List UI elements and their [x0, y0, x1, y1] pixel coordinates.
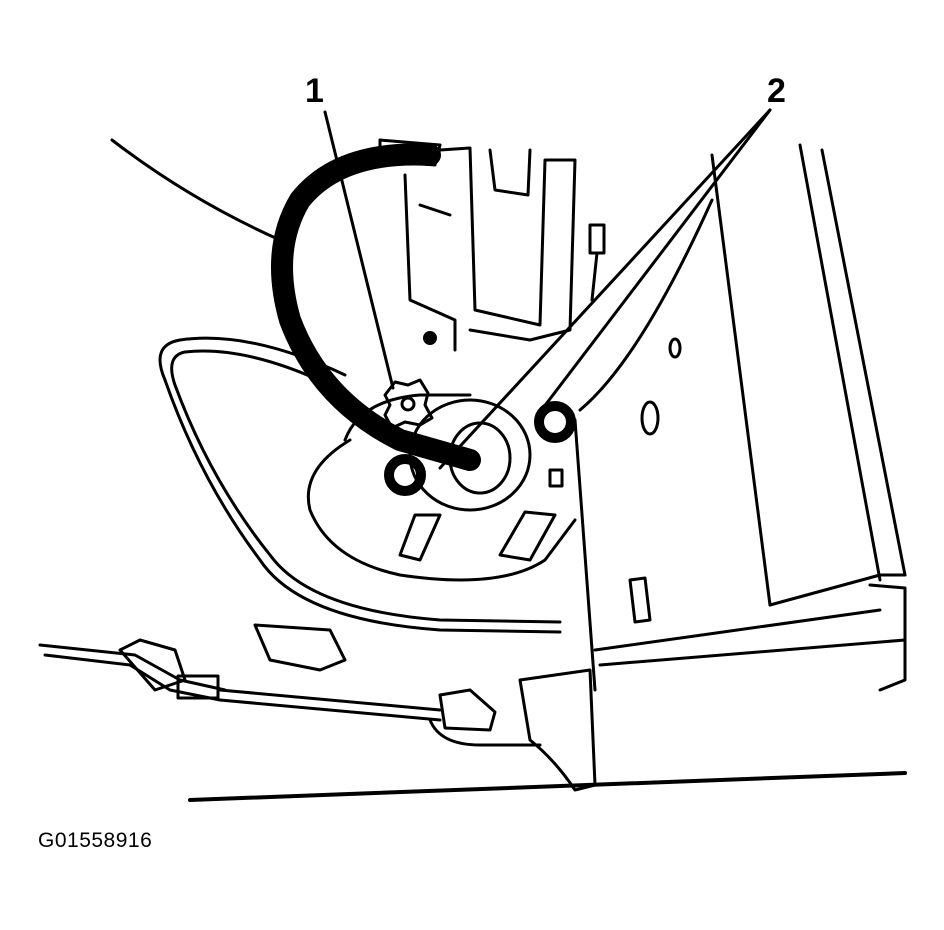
leader-2b	[538, 108, 772, 414]
frame-panel	[573, 143, 907, 692]
wheel-arc	[110, 138, 282, 242]
leader-2a	[438, 108, 772, 470]
figure-code: G01558916	[38, 829, 153, 852]
mounting-bolts	[384, 331, 576, 496]
leader-1	[323, 110, 395, 390]
lower-assembly	[38, 576, 907, 802]
callout-leaders	[323, 108, 772, 470]
wiring-harness	[271, 138, 481, 471]
callout-2-label: 2	[767, 72, 786, 110]
upper-bracket	[403, 146, 606, 352]
fuel-line-loop	[158, 336, 562, 634]
retaining-nut	[383, 378, 434, 430]
callout-1-label: 1	[305, 72, 324, 110]
